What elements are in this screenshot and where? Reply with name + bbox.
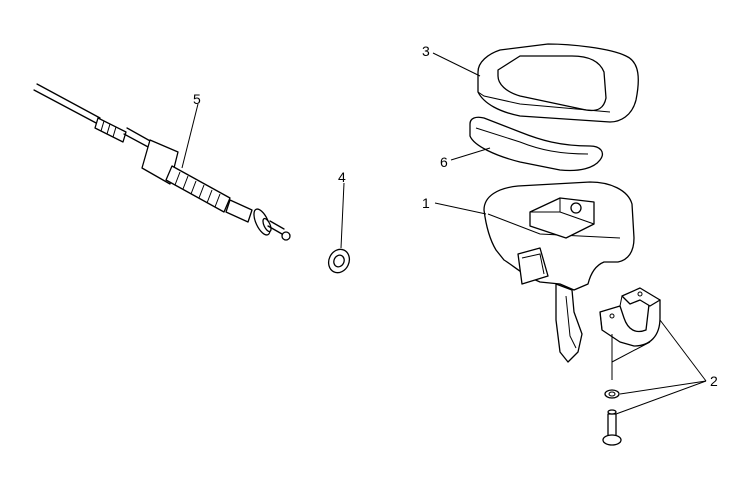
callout-4: 4	[338, 169, 346, 185]
small-washer-part	[604, 389, 620, 399]
leader-lines	[181, 52, 707, 415]
callout-5: 5	[193, 91, 201, 107]
washer-part	[327, 248, 351, 274]
callout-1: 1	[422, 195, 430, 211]
housing-part	[483, 181, 635, 363]
callout-6: 6	[440, 154, 448, 170]
cover-part	[477, 43, 639, 123]
callout-2: 2	[710, 373, 718, 389]
throttle-cable	[33, 83, 291, 241]
gasket-part	[469, 116, 604, 172]
callout-3: 3	[422, 43, 430, 59]
callouts: 2 4 5 3 6 1	[193, 43, 718, 389]
screw-part	[602, 409, 622, 446]
clamp-part	[599, 287, 661, 347]
